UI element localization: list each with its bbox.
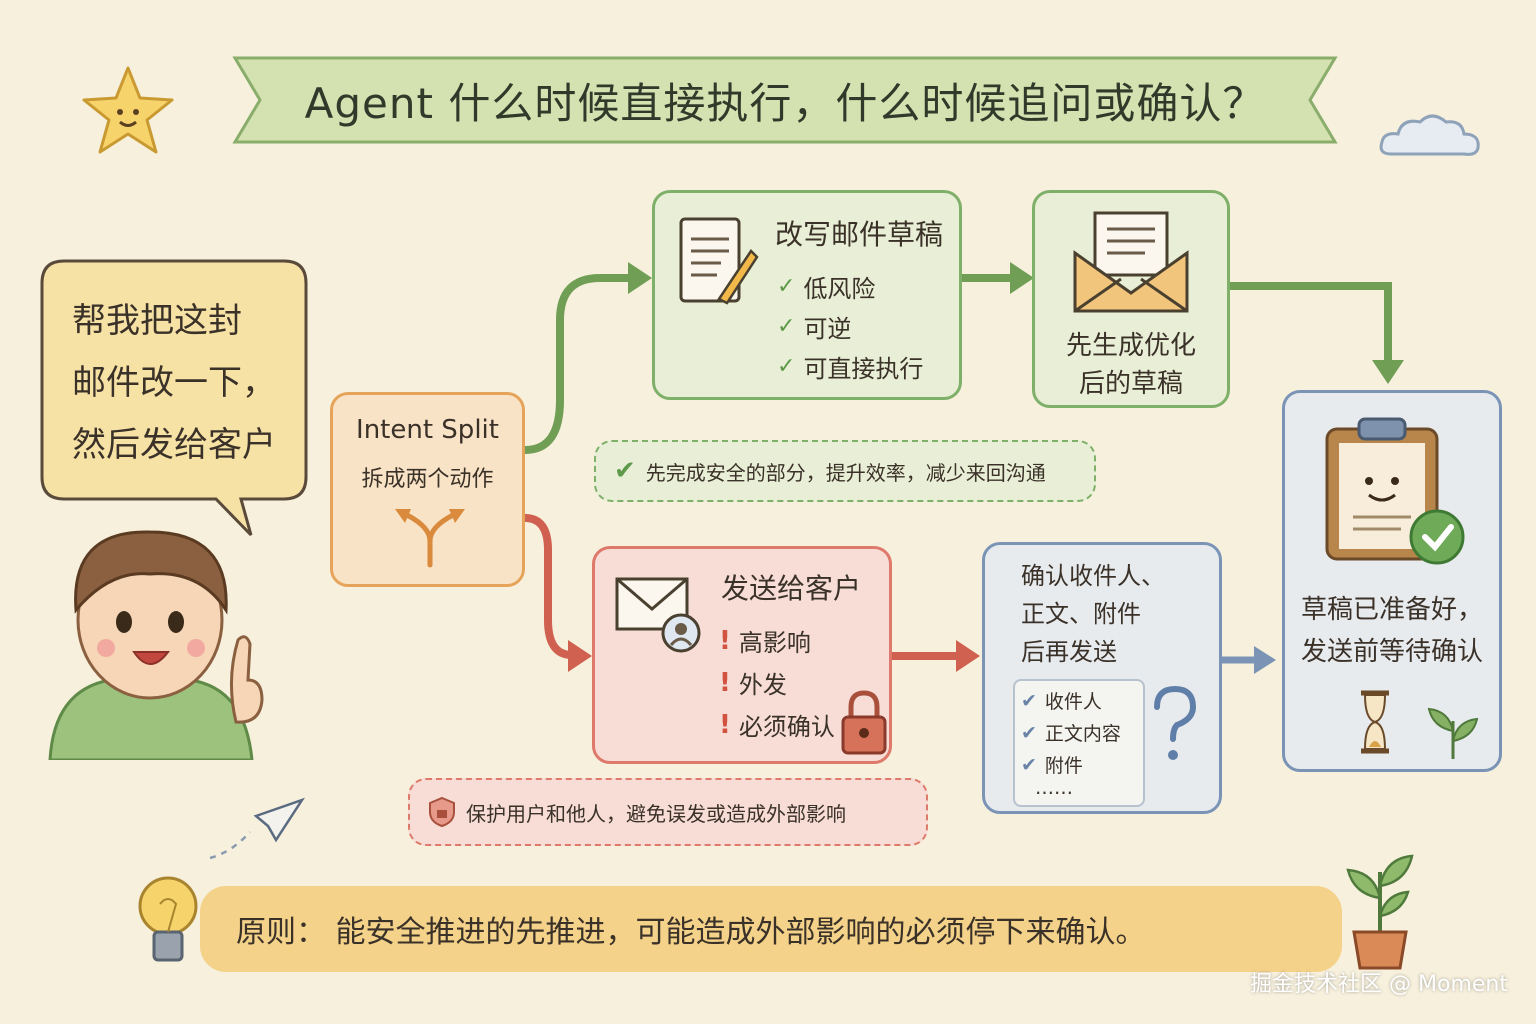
intent-title: Intent Split [356, 415, 499, 445]
lock-icon [841, 690, 887, 755]
clipboard-check-icon [1325, 417, 1465, 565]
check-circle-icon: ✔ [1021, 721, 1037, 744]
paper-plane-icon [209, 797, 306, 860]
title-banner: Agent 什么时候直接执行，什么时候追问或确认？ [225, 50, 1345, 150]
rewrite-item: ✓可逆 [777, 314, 852, 343]
page-title: Agent 什么时候直接执行，什么时候追问或确认？ [304, 78, 1266, 128]
check-icon: ✓ [777, 354, 796, 379]
split-arrow-icon [395, 509, 465, 568]
check-icon: ✔ [614, 456, 636, 486]
check-circle-icon: ✔ [1021, 689, 1037, 712]
send-to-client-box: 发送给客户 !高影响 !外发 !必须确认 [592, 546, 892, 764]
cloud-icon [1379, 114, 1480, 156]
intent-split-box: Intent Split 拆成两个动作 [330, 392, 525, 587]
warning-icon: ! [719, 709, 731, 740]
send-item: !高影响 [719, 625, 811, 658]
watermark-text: 掘金技术社区 @ Moment [1250, 972, 1508, 997]
warning-icon: ! [719, 667, 731, 698]
rewrite-title: 改写邮件草稿 [775, 218, 944, 251]
question-mark-icon [1154, 685, 1197, 760]
speech-line-2: 邮件改一下， [72, 363, 276, 403]
intent-subtitle: 拆成两个动作 [361, 467, 494, 492]
send-item: !必须确认 [719, 709, 835, 742]
draft-result-box: 先生成优化 后的草稿 [1032, 190, 1230, 408]
envelope-user-icon [615, 577, 701, 653]
shield-lock-icon [429, 796, 455, 828]
hourglass-icon [1361, 690, 1389, 754]
principle-text: 原则： 能安全推进的先推进，可能造成外部影响的必须停下来确认。 [236, 915, 1146, 950]
principle-banner: 原则： 能安全推进的先推进，可能造成外部影响的必须停下来确认。 [200, 886, 1342, 972]
checklist-item: ✔正文内容 [1021, 721, 1121, 746]
open-envelope-icon [1073, 211, 1189, 313]
confirm-checklist: ✔收件人 ✔正文内容 ✔附件 …… [1013, 679, 1145, 807]
checklist-item: ✔收件人 [1021, 689, 1102, 714]
rewrite-item: ✓低风险 [777, 274, 876, 303]
check-icon: ✓ [777, 314, 796, 339]
smiling-star-icon [82, 66, 174, 154]
send-item: !外发 [719, 667, 787, 700]
speech-bubble-shape [40, 259, 308, 537]
potted-plant-icon [1346, 854, 1414, 970]
draft-result-text: 先生成优化 后的草稿 [1065, 331, 1196, 399]
final-text: 草稿已准备好， 发送前等待确认 [1300, 595, 1483, 667]
boy-pointing-icon [48, 530, 264, 760]
leaf-plant-icon [1427, 707, 1479, 759]
rewrite-draft-box: 改写邮件草稿 ✓低风险 ✓可逆 ✓可直接执行 [652, 190, 962, 400]
warning-icon: ! [719, 625, 731, 656]
protect-note: 保护用户和他人，避免误发或造成外部影响 [408, 778, 928, 846]
check-icon: ✓ [777, 274, 796, 299]
checklist-more: …… [1035, 777, 1073, 799]
document-pencil-icon [679, 217, 759, 305]
send-title: 发送给客户 [721, 572, 862, 605]
speech-text: 帮我把这封 邮件改一下， 然后发给客户 [72, 290, 276, 476]
checklist-item: ✔附件 [1021, 753, 1083, 778]
speech-line-3: 然后发给客户 [72, 425, 276, 465]
rewrite-item: ✓可直接执行 [777, 354, 924, 383]
banner-ribbon-icon [232, 56, 1338, 144]
check-circle-icon: ✔ [1021, 753, 1037, 776]
safe-note: ✔ 先完成安全的部分，提升效率，减少来回沟通 [594, 440, 1096, 502]
light-bulb-icon [138, 876, 198, 962]
confirm-details-box: 确认收件人、 正文、附件 后再发送 ✔收件人 ✔正文内容 ✔附件 …… [982, 542, 1222, 814]
final-ready-box: 草稿已准备好， 发送前等待确认 [1282, 390, 1502, 772]
speech-line-1: 帮我把这封 [72, 301, 242, 341]
confirm-text: 确认收件人、 正文、附件 后再发送 [1021, 562, 1165, 666]
